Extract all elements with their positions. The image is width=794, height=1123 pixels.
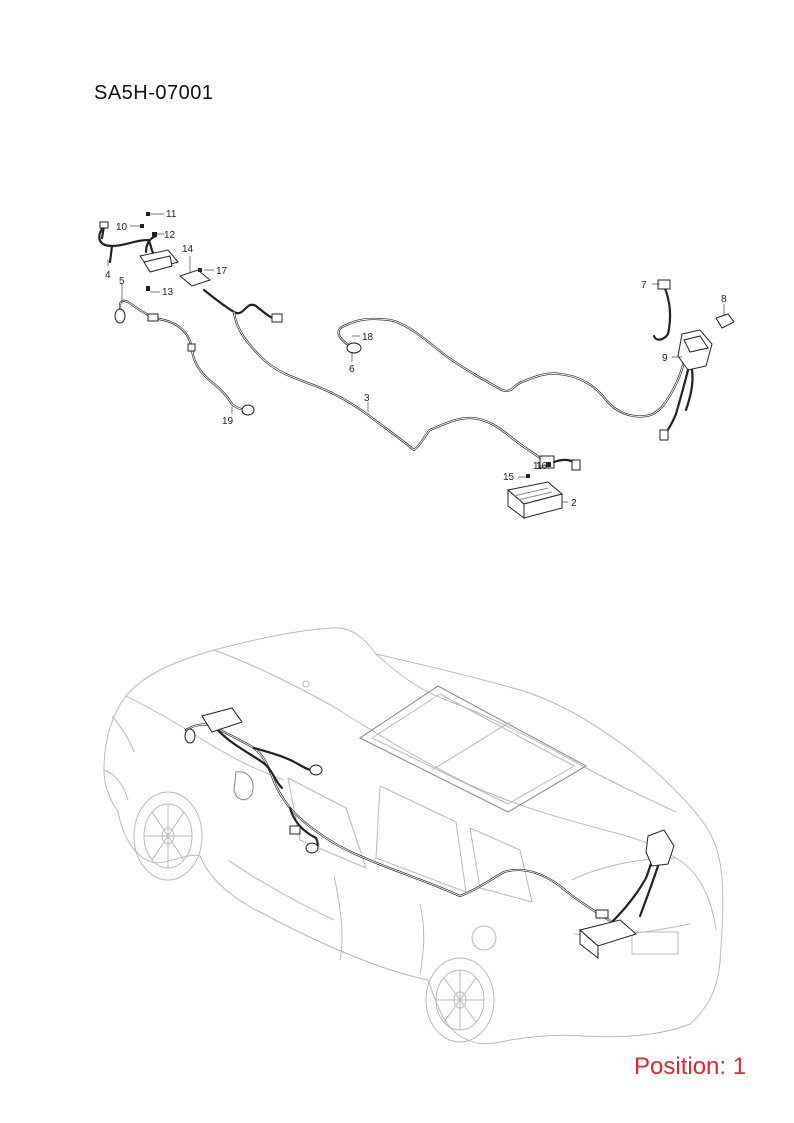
callout-9: 9 bbox=[662, 353, 668, 364]
position-label: Position: 1 bbox=[634, 1053, 747, 1080]
harness-19 bbox=[114, 299, 255, 416]
callout-6: 6 bbox=[349, 364, 355, 375]
harness-4 bbox=[98, 221, 158, 264]
module-14 bbox=[178, 268, 212, 287]
callout-5: 5 bbox=[119, 276, 125, 287]
callout-3: 3 bbox=[364, 393, 370, 404]
callout-2: 2 bbox=[571, 498, 577, 509]
callout-15: 15 bbox=[503, 472, 515, 483]
exploded-view: 10 11 12 4 5 13 14 17 18 6 3 19 7 8 9 15… bbox=[98, 209, 735, 519]
callout-10: 10 bbox=[116, 222, 128, 233]
callout-18: 18 bbox=[362, 332, 374, 343]
callout-19: 19 bbox=[222, 416, 234, 427]
vehicle-view bbox=[103, 627, 724, 1045]
harness-18 bbox=[337, 317, 690, 418]
harness-3 bbox=[202, 288, 581, 471]
callout-16: 16 bbox=[536, 461, 548, 472]
callout-8: 8 bbox=[721, 294, 727, 305]
callout-labels: 10 11 12 4 5 13 14 17 18 6 3 19 7 8 9 15… bbox=[105, 209, 727, 509]
diagram-code: SA5H-07001 bbox=[94, 82, 214, 104]
callout-13: 13 bbox=[162, 287, 174, 298]
parts-10-11-13 bbox=[140, 212, 150, 291]
module-2 bbox=[506, 462, 564, 519]
callout-1: 1 bbox=[533, 461, 539, 472]
rear-wheel bbox=[425, 957, 495, 1043]
module-12 bbox=[139, 232, 179, 273]
vehicle-harness bbox=[184, 707, 675, 960]
leader-lines bbox=[107, 213, 725, 503]
callout-14: 14 bbox=[182, 244, 194, 255]
callout-17: 17 bbox=[216, 266, 228, 277]
callout-12: 12 bbox=[164, 230, 176, 241]
callout-4: 4 bbox=[105, 270, 111, 281]
callout-11: 11 bbox=[166, 209, 177, 220]
callout-7: 7 bbox=[641, 280, 647, 291]
rear-module-9 bbox=[652, 279, 735, 441]
front-wheel bbox=[133, 791, 203, 881]
